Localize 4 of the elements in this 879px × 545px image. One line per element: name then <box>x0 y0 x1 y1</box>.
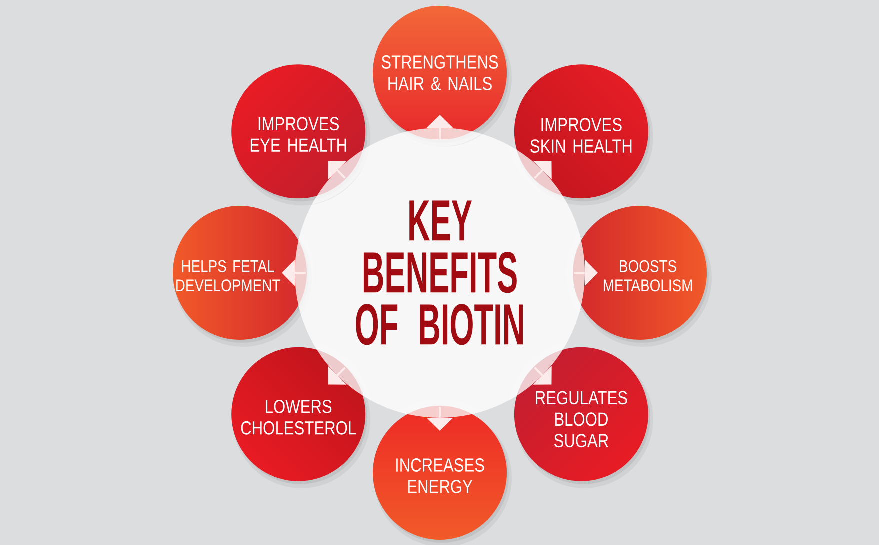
node-label: HELPS FETAL DEVELOPMENT <box>176 260 280 292</box>
node-label: BOOSTS METABOLISM <box>604 260 692 292</box>
node-label: INCREASES ENERGY <box>396 458 484 494</box>
node-label: STRENGTHENS HAIR & NAILS <box>382 56 498 90</box>
